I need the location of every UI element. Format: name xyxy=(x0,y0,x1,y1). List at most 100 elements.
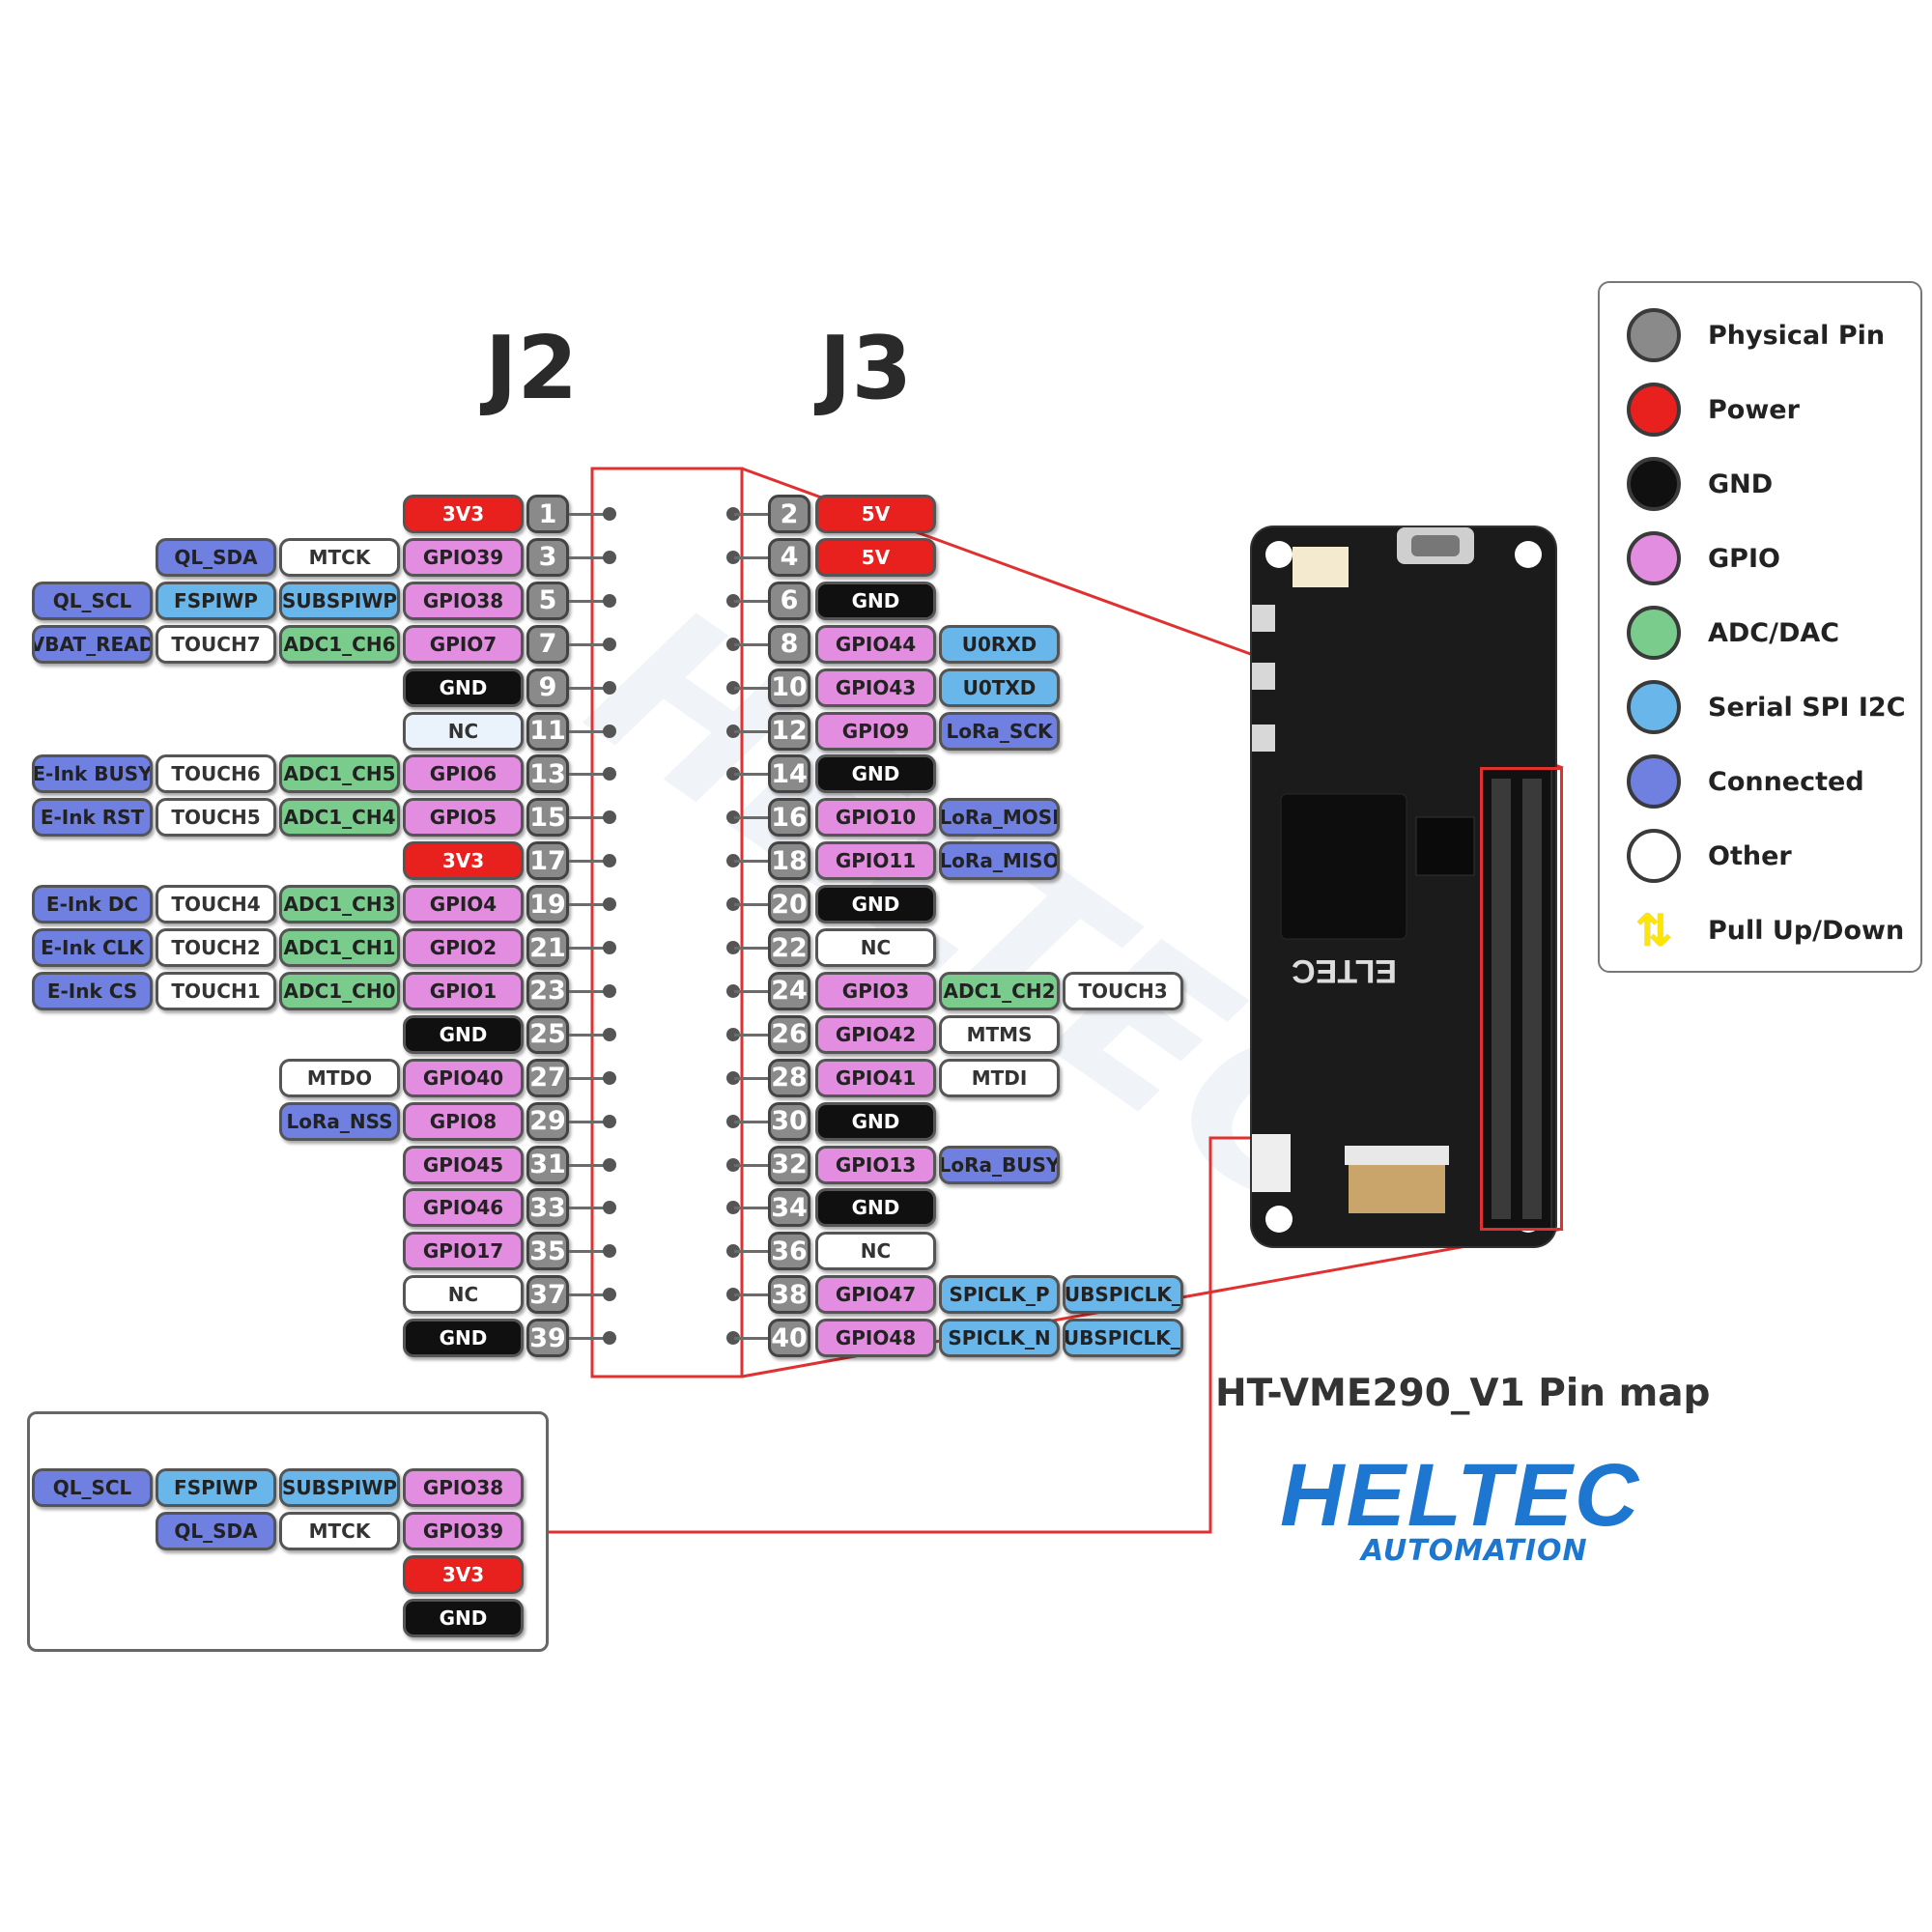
j2-pin-dot xyxy=(603,1244,616,1259)
j2-label-adc1-ch5: ADC1_CH5 xyxy=(279,754,400,794)
j3-pin-4: 4 xyxy=(768,537,810,577)
j2-label-gpio5: GPIO5 xyxy=(403,798,524,838)
j2-label-3v3: 3V3 xyxy=(403,841,524,881)
j2-pin-dot xyxy=(603,810,616,825)
j2-label-touch4: TOUCH4 xyxy=(156,885,276,924)
j3-label-nc: NC xyxy=(815,928,936,967)
j2-label-subspiwp: SUBSPIWP xyxy=(279,581,400,620)
j2-label-adc1-ch6: ADC1_CH6 xyxy=(279,624,400,664)
j2-label-gpio4: GPIO4 xyxy=(403,885,524,924)
j3-pin-dot xyxy=(726,941,740,954)
j2-pin-dot xyxy=(603,680,616,695)
j3-pin-10: 10 xyxy=(768,668,810,707)
j2-pin-dot xyxy=(603,854,616,868)
j3-pin-lead xyxy=(734,1207,769,1210)
legend-label: Connected xyxy=(1708,766,1864,797)
j2-label-gpio39: GPIO39 xyxy=(403,537,524,577)
j3-label-gpio13: GPIO13 xyxy=(815,1145,936,1184)
legend-item-connected: Connected xyxy=(1627,751,1864,812)
j3-pin-2: 2 xyxy=(768,495,810,533)
j2-pin-lead xyxy=(569,642,610,646)
j2-pin-7: 7 xyxy=(526,624,569,664)
j2-pin-27: 27 xyxy=(526,1058,569,1097)
j2-pin-17: 17 xyxy=(526,841,569,881)
j2-label-3v3: 3V3 xyxy=(403,495,524,533)
j2-pin-dot xyxy=(603,1201,616,1215)
j3-pin-dot xyxy=(726,1027,740,1041)
j2-pin-dot xyxy=(603,767,616,781)
j2-pin-dot xyxy=(603,983,616,998)
j3-pin-38: 38 xyxy=(768,1275,810,1315)
j2-label-fspiwp: FSPIWP xyxy=(156,581,276,620)
legend-label: GND xyxy=(1708,469,1774,499)
j3-pin-lead xyxy=(734,947,769,950)
legend-item-serial-spi-i2c: Serial SPI I2C xyxy=(1627,676,1906,738)
j3-pin-20: 20 xyxy=(768,885,810,924)
j2-label-lora-nss: LoRa_NSS xyxy=(279,1101,400,1141)
j3-pin-36: 36 xyxy=(768,1232,810,1271)
legend-label: Other xyxy=(1708,840,1792,871)
j2-label-gpio1: GPIO1 xyxy=(403,971,524,1010)
j3-pin-dot xyxy=(726,593,740,608)
j2-label-touch5: TOUCH5 xyxy=(156,798,276,838)
j2-pin-dot xyxy=(603,1070,616,1085)
j3-pin-40: 40 xyxy=(768,1319,810,1358)
connector-label-gnd: GND xyxy=(403,1599,524,1637)
j3-label-spiclk-p: SPICLK_P xyxy=(939,1275,1060,1315)
legend-item-adc-dac: ADC/DAC xyxy=(1627,602,1839,664)
j3-label-adc1-ch2: ADC1_CH2 xyxy=(939,971,1060,1010)
j3-pin-lead xyxy=(734,1250,769,1254)
j3-pin-lead xyxy=(734,555,769,559)
heltec-logo: HELTEC AUTOMATION xyxy=(1280,1445,1666,1568)
j2-label-mtck: MTCK xyxy=(279,537,400,577)
j2-pin-29: 29 xyxy=(526,1101,569,1141)
j2-pin-dot xyxy=(603,550,616,564)
j3-pin-30: 30 xyxy=(768,1101,810,1141)
j2-label-mtdo: MTDO xyxy=(279,1058,400,1097)
j2-label-nc: NC xyxy=(403,711,524,751)
j3-pin-dot xyxy=(726,724,740,738)
j2-pin-dot xyxy=(603,724,616,738)
j2-pin-lead xyxy=(569,1337,610,1341)
j2-pin-lead xyxy=(569,903,610,907)
legend-label: Power xyxy=(1708,394,1800,425)
j3-label-gpio42: GPIO42 xyxy=(815,1014,936,1054)
j3-label-u0rxd: U0RXD xyxy=(939,624,1060,664)
j3-pin-dot xyxy=(726,680,740,695)
j2-label-ql-sda: QL_SDA xyxy=(156,537,276,577)
j3-pin-lead xyxy=(734,903,769,907)
j3-pin-24: 24 xyxy=(768,971,810,1010)
j2-label-adc1-ch4: ADC1_CH4 xyxy=(279,798,400,838)
j3-label-gpio3: GPIO3 xyxy=(815,971,936,1010)
j3-pin-lead xyxy=(734,1293,769,1297)
board-image: ELTEC xyxy=(1252,527,1555,1246)
j2-label-gpio17: GPIO17 xyxy=(403,1232,524,1271)
j3-pin-34: 34 xyxy=(768,1188,810,1228)
j3-label-subspiclk-p: SUBSPICLK_P xyxy=(1063,1275,1183,1315)
j2-label-gpio8: GPIO8 xyxy=(403,1101,524,1141)
j2-pin-39: 39 xyxy=(526,1319,569,1358)
j3-pin-dot xyxy=(726,507,740,521)
j2-pin-dot xyxy=(603,1114,616,1128)
j2-pin-dot xyxy=(603,593,616,608)
j2-label-gnd: GND xyxy=(403,668,524,707)
j2-label-e-ink-cs: E-Ink CS xyxy=(32,971,153,1010)
j3-pin-dot xyxy=(726,854,740,868)
j2-label-adc1-ch1: ADC1_CH1 xyxy=(279,928,400,967)
j3-pin-lead xyxy=(734,816,769,820)
legend-item-gnd: GND xyxy=(1627,453,1773,515)
j2-pin-lead xyxy=(569,1120,610,1123)
j2-label-touch1: TOUCH1 xyxy=(156,971,276,1010)
j2-label-gnd: GND xyxy=(403,1319,524,1358)
j2-label-e-ink-clk: E-Ink CLK xyxy=(32,928,153,967)
j2-label-gnd: GND xyxy=(403,1014,524,1054)
pin-map-title: HT-VME290_V1 Pin map xyxy=(1215,1372,1711,1415)
j2-pin-37: 37 xyxy=(526,1275,569,1315)
j3-pin-dot xyxy=(726,767,740,781)
legend-item-physical-pin: Physical Pin xyxy=(1627,304,1885,366)
legend-item-power: Power xyxy=(1627,379,1800,440)
j2-pin-lead xyxy=(569,1033,610,1037)
legend-item-other: Other xyxy=(1627,825,1792,887)
j2-pin-lead xyxy=(569,686,610,690)
